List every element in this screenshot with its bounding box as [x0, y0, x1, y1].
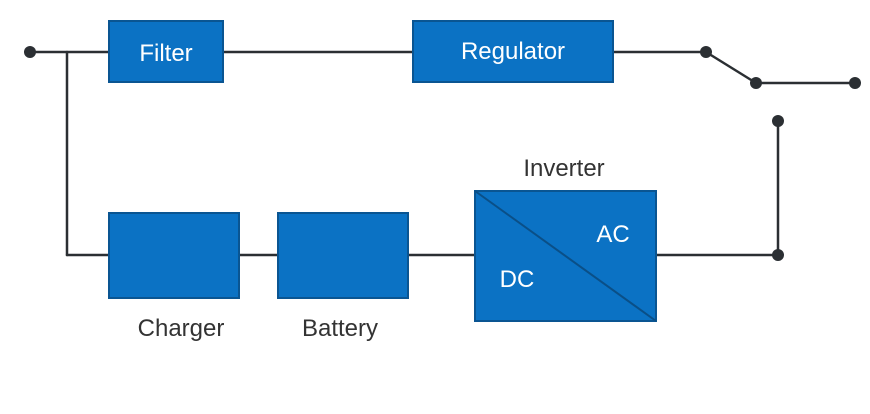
filter-label: Filter	[139, 40, 192, 67]
filter-block: Filter	[108, 20, 224, 83]
inverter-dc-label: DC	[500, 266, 535, 293]
switch-pivot	[700, 46, 712, 58]
input-terminal	[24, 46, 36, 58]
battery-label: Battery	[302, 315, 378, 342]
inverter-title: Inverter	[523, 155, 604, 182]
regulator-label: Regulator	[461, 38, 565, 65]
inverter-junction	[772, 249, 784, 261]
switch-contact	[750, 77, 762, 89]
battery-block	[277, 212, 409, 299]
charger-label: Charger	[138, 315, 225, 342]
inverter-ac-label: AC	[596, 221, 629, 248]
bypass-contact	[772, 115, 784, 127]
inverter-divider	[474, 190, 657, 322]
charger-block	[108, 212, 240, 299]
inverter-block: AC DC	[474, 190, 657, 322]
output-terminal	[849, 77, 861, 89]
switch-arm	[704, 50, 758, 85]
regulator-block: Regulator	[412, 20, 614, 83]
